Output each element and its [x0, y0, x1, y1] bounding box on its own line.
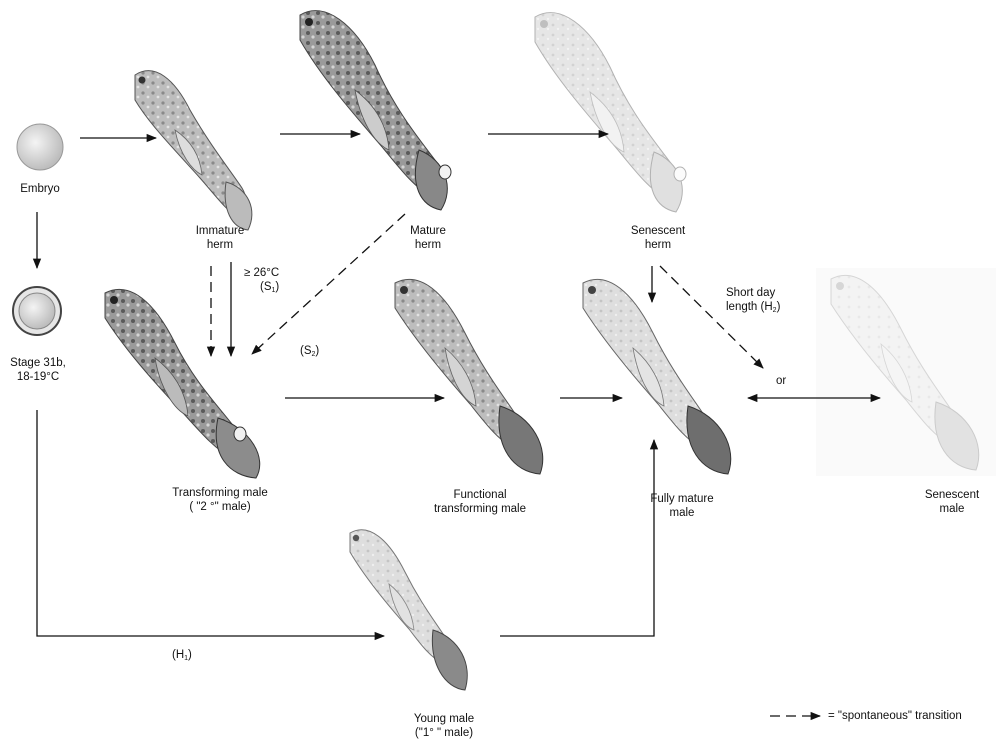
label-or: or: [776, 374, 786, 388]
fish-fully-mature-male: [583, 279, 731, 474]
label-temperature-s1: ≥ 26°C (S1): [244, 266, 279, 298]
legend-spontaneous-transition: = "spontaneous" transition: [828, 709, 962, 723]
stage-31b-egg: [13, 287, 61, 335]
fish-mature-herm: [300, 11, 451, 210]
label-transforming-male: Transforming male( "2 °" male): [160, 486, 280, 514]
embryo-egg: [17, 124, 63, 170]
fish-senescent-male: [816, 268, 996, 476]
fish-functional-transforming-male: [395, 279, 543, 474]
arrow-stage31b-to-young-male-h1: [37, 410, 384, 636]
fish-senescent-herm: [535, 13, 686, 212]
label-stage-31b: Stage 31b,18-19°C: [0, 356, 76, 384]
label-young-male: Young male("1° " male): [404, 712, 484, 740]
label-short-day-h2: Short day length (H2): [726, 286, 780, 318]
label-embryo: Embryo: [8, 182, 72, 196]
fish-transforming-male: [105, 289, 260, 478]
fish-immature-herm: [135, 71, 252, 230]
fish-young-male: [350, 530, 467, 690]
label-s2: (S2): [300, 344, 319, 362]
label-h1: (H1): [172, 648, 192, 666]
